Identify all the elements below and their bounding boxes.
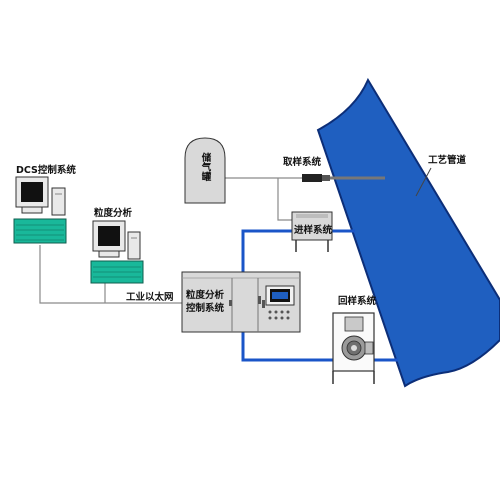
ethernet-label: 工业以太网 [126, 291, 174, 303]
particle-analysis-workstation: 粒度分析 [90, 207, 144, 284]
sampling-label: 取样系统 [283, 156, 322, 168]
analyzer-label-line2: 控制系统 [186, 302, 225, 314]
sampling-probe-body [302, 174, 322, 182]
analyzer-cabinet: 粒度分析 控制系统 [181, 271, 301, 333]
dcs-tower [51, 187, 66, 216]
analyzer-label-line1: 粒度分析 [186, 289, 225, 301]
process-pipeline [316, 77, 500, 388]
gas-tank-label: 储气罐 [200, 152, 213, 182]
sampling-system: 取样系统 [283, 156, 385, 182]
sample-pipes [241, 229, 398, 362]
feed-label: 进样系统 [294, 224, 333, 236]
dcs-keyboard [13, 218, 67, 244]
particle-pc-label: 粒度分析 [94, 207, 133, 219]
return-system: 回样系统 [332, 295, 377, 384]
pipeline-label: 工艺管道 [428, 154, 467, 166]
gas-tank: 储气罐 [184, 137, 226, 204]
particle-pc-screen [98, 226, 120, 246]
dcs-label: DCS控制系统 [16, 164, 76, 176]
pipeline-leader-line [415, 167, 432, 197]
feed-system: 进样系统 [291, 211, 333, 252]
return-label: 回样系统 [338, 295, 377, 307]
dcs-workstation: DCS控制系统 [13, 164, 76, 244]
particle-pc-tower [127, 231, 141, 260]
ethernet-lines [39, 177, 302, 304]
dcs-screen [21, 182, 43, 202]
